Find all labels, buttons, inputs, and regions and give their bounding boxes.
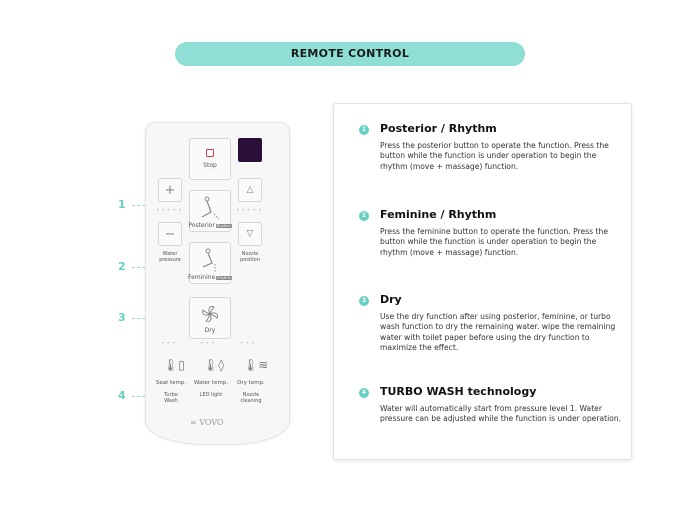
callout-3: 3 <box>118 311 126 324</box>
turbo-wash-label: Turbo Wash <box>164 392 178 404</box>
dry-label: Dry <box>204 326 216 334</box>
dry-button[interactable]: Dry <box>189 297 231 339</box>
step-number: 3 <box>359 296 369 306</box>
feminine-label: Feminine <box>187 274 216 281</box>
rhythm-badge: Rhythm <box>215 224 232 228</box>
fan-icon <box>201 305 219 322</box>
led-light-label: LED light <box>199 392 223 398</box>
water-temp-label: Water temp. <box>193 380 229 386</box>
instruction-text: Press the posterior button to operate th… <box>380 141 609 171</box>
dry-temp-label: Dry temp. <box>237 380 265 386</box>
step-number: 2 <box>359 211 369 221</box>
nozzle-down-button[interactable]: ▽ <box>238 222 262 246</box>
nozzle-up-button[interactable]: △ <box>238 178 262 202</box>
page-title-banner: REMOTE CONTROL <box>175 42 525 66</box>
instruction-text: Press the feminine button to operate the… <box>380 227 609 257</box>
instruction-text: Use the dry function after using posteri… <box>380 312 616 352</box>
nozzle-level-dots: ••••• <box>236 207 264 214</box>
water-temp-dots: ••• <box>200 340 217 347</box>
instructions-panel: 1 Posterior / Rhythm Press the posterior… <box>333 103 632 460</box>
posterior-icon <box>201 196 220 220</box>
dry-temp-dots: ••• <box>240 340 257 347</box>
instruction-title: Dry <box>380 293 402 306</box>
stop-button[interactable]: Stop <box>189 138 231 180</box>
step-number: 1 <box>359 125 369 135</box>
seat-temp-label: Seat temp. <box>155 380 187 386</box>
rhythm-badge: Rhythm <box>216 276 233 280</box>
nozzle-cleaning-label: Nozzle cleaning <box>240 392 262 404</box>
dry-temp-icon: 🌡︎≋ <box>243 358 269 372</box>
feminine-icon <box>202 248 216 273</box>
seat-temp-icon: 🌡︎▯ <box>163 358 185 372</box>
instruction-title: TURBO WASH technology <box>380 385 537 398</box>
callout-4: 4 <box>118 389 126 402</box>
water-pressure-plus-button[interactable]: + <box>158 178 182 202</box>
water-pressure-minus-button[interactable]: − <box>158 222 182 246</box>
stop-icon <box>206 149 214 157</box>
instruction-posterior: 1 Posterior / Rhythm Press the posterior… <box>359 122 624 172</box>
instruction-turbo-wash: 4 TURBO WASH technology Water will autom… <box>359 385 624 425</box>
stop-label: Stop <box>203 162 217 169</box>
water-temp-button[interactable]: 🌡︎◊ <box>203 358 224 372</box>
instruction-title: Feminine / Rhythm <box>380 208 497 221</box>
brand-logo: ∞ VOVO <box>190 418 224 427</box>
pressure-level-dots: ••••• <box>156 207 184 214</box>
water-pressure-label: Water pressure <box>159 251 181 263</box>
dry-temp-button[interactable]: 🌡︎≋ <box>243 358 268 372</box>
seat-temp-button[interactable]: 🌡︎▯ <box>163 358 185 372</box>
instruction-feminine: 2 Feminine / Rhythm Press the feminine b… <box>359 208 624 258</box>
step-number: 4 <box>359 388 369 398</box>
instruction-text: Water will automatically start from pres… <box>380 404 622 424</box>
callout-1: 1 <box>118 198 126 211</box>
callout-2: 2 <box>118 260 126 273</box>
posterior-label: Posterior <box>188 222 215 229</box>
brand-name: VOVO <box>199 418 224 427</box>
instruction-title: Posterior / Rhythm <box>380 122 497 135</box>
seat-temp-dots: ••• <box>161 340 178 347</box>
display-screen <box>238 138 262 162</box>
instruction-dry: 3 Dry Use the dry function after using p… <box>359 293 624 353</box>
water-temp-icon: 🌡︎◊ <box>203 358 225 372</box>
nozzle-position-label: Nozzle position <box>240 251 260 263</box>
